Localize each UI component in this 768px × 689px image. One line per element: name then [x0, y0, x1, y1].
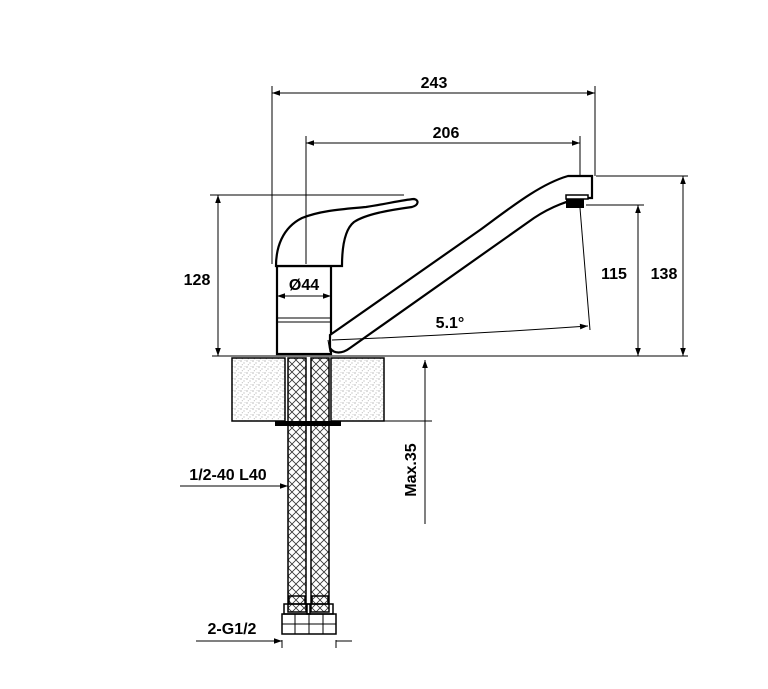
handle-lever [274, 197, 419, 268]
supply-hoses [275, 357, 341, 613]
spout [328, 174, 594, 354]
label-128: 128 [184, 272, 211, 289]
dimension-labels: 243 206 128 Ø44 5.1° 115 138 Max.35 1/2-… [184, 75, 678, 638]
dim-arc-angle [331, 323, 589, 341]
extension-lines [210, 86, 688, 648]
label-d44: Ø44 [289, 277, 319, 294]
label-243: 243 [421, 75, 448, 92]
countertop [212, 355, 688, 422]
label-206: 206 [433, 125, 460, 142]
label-hose: 1/2-40 L40 [189, 467, 266, 484]
label-connection: 2-G1/2 [208, 621, 257, 638]
label-angle: 5.1° [436, 315, 465, 332]
hose-fittings [281, 595, 337, 635]
label-138: 138 [651, 266, 678, 283]
label-max35: Max.35 [403, 443, 420, 496]
dimension-lines [180, 90, 686, 644]
label-115: 115 [601, 266, 627, 283]
